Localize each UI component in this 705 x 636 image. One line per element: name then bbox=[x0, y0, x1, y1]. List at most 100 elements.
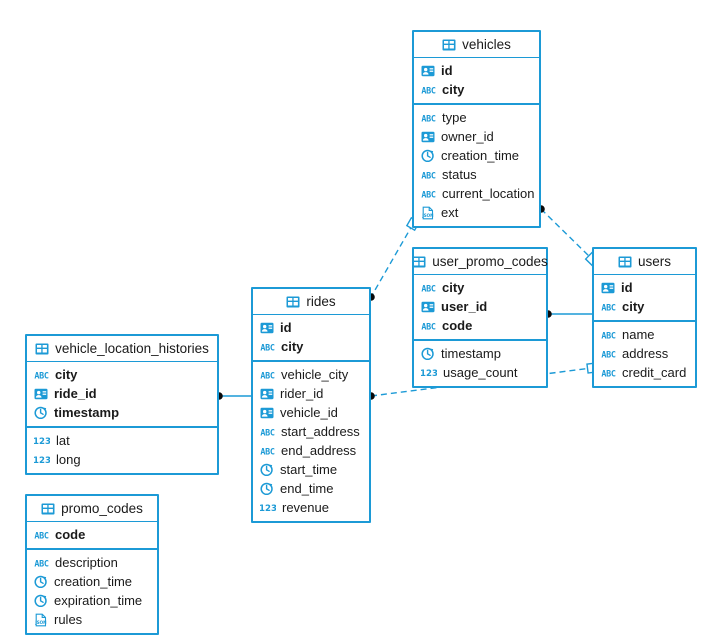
columns-section: ABC type owner_id creation_time ABC stat… bbox=[414, 105, 539, 226]
relationship-line-vehicles-rides[interactable] bbox=[370, 223, 414, 298]
id-card-icon bbox=[260, 387, 274, 401]
entity-table-users[interactable]: users id ABC city ABC name ABC address A… bbox=[592, 247, 697, 388]
pk-field-row[interactable]: ABC city bbox=[594, 297, 695, 316]
field-name: city bbox=[55, 367, 78, 382]
field-name: code bbox=[442, 318, 473, 333]
table-name: vehicle_location_histories bbox=[55, 340, 209, 356]
pk-field-row[interactable]: user_id bbox=[414, 297, 546, 316]
pk-field-row[interactable]: ABC city bbox=[253, 337, 369, 356]
abc-string-icon: ABC bbox=[260, 341, 275, 353]
abc-string-icon: ABC bbox=[601, 301, 616, 313]
field-row[interactable]: ABC start_address bbox=[253, 422, 369, 441]
primary-key-section: id ABC city bbox=[414, 58, 539, 105]
table-header[interactable]: user_promo_codes bbox=[412, 249, 548, 275]
svg-text:ABC: ABC bbox=[260, 370, 274, 380]
table-header[interactable]: users bbox=[594, 249, 695, 275]
field-row[interactable]: 123 usage_count bbox=[414, 363, 546, 382]
field-row[interactable]: 123 lat bbox=[27, 431, 217, 450]
entity-table-vehicles[interactable]: vehicles id ABC city ABC type owner_id c… bbox=[412, 30, 541, 228]
svg-text:ABC: ABC bbox=[260, 427, 274, 437]
123-number-icon: 123 bbox=[34, 435, 50, 447]
svg-text:ABC: ABC bbox=[421, 85, 435, 95]
field-name: creation_time bbox=[441, 148, 520, 163]
field-name: vehicle_id bbox=[280, 405, 338, 420]
pk-field-row[interactable]: ABC code bbox=[414, 316, 546, 335]
field-row[interactable]: end_time bbox=[253, 479, 369, 498]
pk-field-row[interactable]: timestamp bbox=[27, 403, 217, 422]
field-row[interactable]: ABC name bbox=[594, 325, 695, 344]
field-row[interactable]: ABC current_location bbox=[414, 184, 539, 203]
field-name: rules bbox=[54, 612, 83, 627]
field-name: usage_count bbox=[443, 365, 518, 380]
field-name: current_location bbox=[442, 186, 535, 201]
svg-text:123: 123 bbox=[34, 437, 50, 447]
abc-string-icon: ABC bbox=[260, 369, 275, 381]
primary-key-section: id ABC city bbox=[253, 315, 369, 362]
table-header[interactable]: rides bbox=[253, 289, 369, 315]
id-card-icon bbox=[601, 281, 615, 295]
field-row[interactable]: ABC vehicle_city bbox=[253, 365, 369, 384]
field-row[interactable]: timestamp bbox=[414, 344, 546, 363]
abc-string-icon: ABC bbox=[421, 282, 436, 294]
abc-string-icon: ABC bbox=[260, 426, 275, 438]
field-row[interactable]: vehicle_id bbox=[253, 403, 369, 422]
field-name: city bbox=[442, 280, 465, 295]
svg-text:123: 123 bbox=[260, 504, 276, 514]
table-icon bbox=[412, 255, 426, 269]
pk-field-row[interactable]: ABC city bbox=[27, 365, 217, 384]
field-row[interactable]: creation_time bbox=[27, 572, 157, 591]
table-icon bbox=[286, 295, 300, 309]
primary-key-section: ABC city ride_id timestamp bbox=[27, 362, 217, 428]
field-row[interactable]: rider_id bbox=[253, 384, 369, 403]
field-row[interactable]: 123 long bbox=[27, 450, 217, 469]
field-row[interactable]: JSON rules bbox=[27, 610, 157, 629]
field-row[interactable]: ABC description bbox=[27, 553, 157, 572]
entity-table-user_promo_codes[interactable]: user_promo_codes ABC city user_id ABC co… bbox=[412, 247, 548, 388]
field-row[interactable]: ABC credit_card bbox=[594, 363, 695, 382]
field-row[interactable]: 123 revenue bbox=[253, 498, 369, 517]
abc-string-icon: ABC bbox=[421, 112, 436, 124]
svg-text:ABC: ABC bbox=[260, 342, 274, 352]
pk-field-row[interactable]: id bbox=[414, 61, 539, 80]
field-row[interactable]: owner_id bbox=[414, 127, 539, 146]
field-row[interactable]: expiration_time bbox=[27, 591, 157, 610]
clock-timestamp-icon bbox=[34, 406, 48, 420]
field-row[interactable]: JSON ext bbox=[414, 203, 539, 222]
table-name: users bbox=[637, 253, 671, 269]
field-row[interactable]: start_time bbox=[253, 460, 369, 479]
table-icon bbox=[618, 255, 632, 269]
pk-field-row[interactable]: ABC code bbox=[27, 525, 157, 544]
relationship-line-vehicles-users[interactable] bbox=[540, 208, 593, 260]
primary-key-section: id ABC city bbox=[594, 275, 695, 322]
field-name: expiration_time bbox=[54, 593, 143, 608]
columns-section: 123 lat 123 long bbox=[27, 428, 217, 473]
id-card-icon bbox=[260, 406, 274, 420]
pk-field-row[interactable]: ABC city bbox=[414, 278, 546, 297]
pk-field-row[interactable]: ride_id bbox=[27, 384, 217, 403]
svg-text:ABC: ABC bbox=[421, 189, 435, 199]
clock-timestamp-icon bbox=[260, 463, 274, 477]
table-header[interactable]: promo_codes bbox=[27, 496, 157, 522]
columns-section: ABC description creation_time expiration… bbox=[27, 550, 157, 633]
abc-string-icon: ABC bbox=[421, 169, 436, 181]
table-header[interactable]: vehicle_location_histories bbox=[27, 336, 217, 362]
field-row[interactable]: ABC type bbox=[414, 108, 539, 127]
field-name: description bbox=[55, 555, 118, 570]
field-row[interactable]: ABC address bbox=[594, 344, 695, 363]
svg-text:ABC: ABC bbox=[601, 368, 615, 378]
abc-string-icon: ABC bbox=[601, 367, 616, 379]
field-row[interactable]: ABC end_address bbox=[253, 441, 369, 460]
entity-table-vehicle_location_histories[interactable]: vehicle_location_histories ABC city ride… bbox=[25, 334, 219, 475]
field-row[interactable]: creation_time bbox=[414, 146, 539, 165]
entity-table-promo_codes[interactable]: promo_codes ABC code ABC description cre… bbox=[25, 494, 159, 635]
svg-text:ABC: ABC bbox=[260, 446, 274, 456]
svg-text:JSON: JSON bbox=[34, 620, 47, 625]
pk-field-row[interactable]: id bbox=[594, 278, 695, 297]
pk-field-row[interactable]: ABC city bbox=[414, 80, 539, 99]
field-row[interactable]: ABC status bbox=[414, 165, 539, 184]
svg-text:ABC: ABC bbox=[421, 283, 435, 293]
pk-field-row[interactable]: id bbox=[253, 318, 369, 337]
entity-table-rides[interactable]: rides id ABC city ABC vehicle_city rider… bbox=[251, 287, 371, 523]
table-header[interactable]: vehicles bbox=[414, 32, 539, 58]
